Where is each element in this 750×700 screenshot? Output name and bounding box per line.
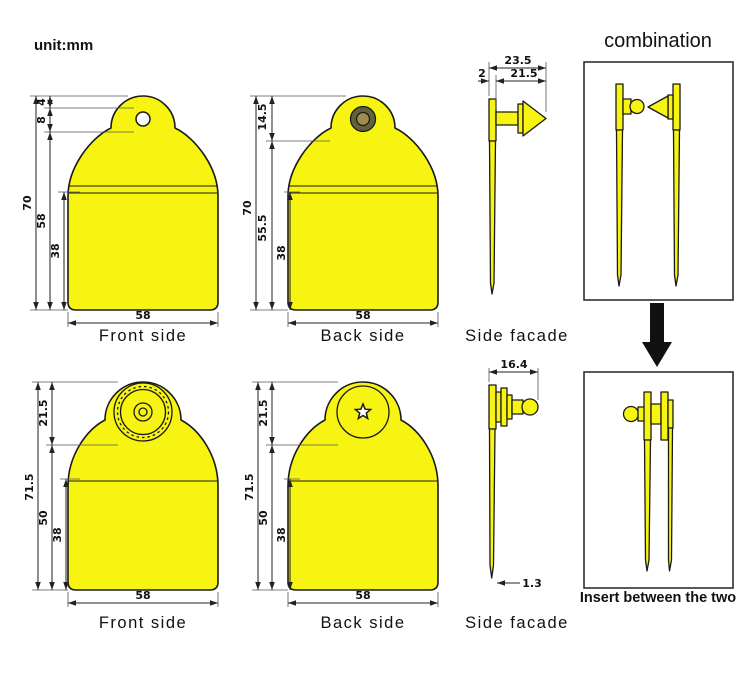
button-step-1 (495, 391, 502, 423)
dim-total-height: 71.5 (243, 473, 256, 500)
star-hole (353, 401, 373, 421)
combination-box-separate (583, 61, 734, 301)
left-flange (615, 83, 624, 131)
dim-inner-height: 38 (51, 527, 64, 542)
dim-neck: 21.5 (257, 399, 270, 426)
tag-outline (67, 95, 219, 311)
pin-hole (135, 111, 151, 127)
dim-w3: 2 (478, 67, 486, 80)
button-step-2 (500, 387, 508, 427)
joined-mid (650, 403, 662, 425)
view-label-front-bottom: Front side (99, 614, 187, 632)
dim-width: 58 (135, 309, 150, 322)
view-label-back-top: Back side (320, 327, 405, 345)
joined-flange-left (643, 391, 652, 441)
right-strip (672, 129, 681, 287)
pin-shaft (495, 111, 519, 126)
left-strip (615, 129, 624, 287)
tag-fold-lines (69, 185, 217, 194)
front-tag-bottom-view: 71.5 21.5 50 38 58 Front side (23, 381, 219, 632)
view-label-side-top: Side facade (465, 327, 569, 345)
dim-w2: 21.5 (510, 67, 537, 80)
joined-strip-right (667, 427, 674, 572)
button-knob (521, 398, 539, 416)
button-step-3 (506, 394, 513, 420)
back-tag-bottom-view: 71.5 21.5 50 38 58 Back side (243, 381, 439, 632)
tag-strip (488, 140, 497, 295)
extension-lines (32, 381, 219, 607)
dim-total-height: 70 (21, 195, 34, 211)
insert-caption: Insert between the two (580, 590, 736, 606)
button-center (138, 407, 148, 417)
right-cone-tip (647, 95, 669, 119)
side-facade-bottom-view: 16.4 1.3 Side facade (465, 358, 569, 632)
dim-body: 50 (37, 510, 50, 526)
view-label-front-top: Front side (99, 327, 187, 345)
button-ring-knurl (116, 385, 170, 439)
back-tag-top-view: 70 14.5 55.5 38 58 Back side (241, 95, 439, 345)
left-knob (629, 98, 645, 115)
dim-inner-height: 38 (275, 245, 288, 260)
button-shaft (511, 399, 524, 415)
dim-width: 16.4 (500, 358, 527, 371)
dim-gap: 4 (35, 98, 48, 106)
joined-knob (622, 405, 640, 423)
tag-strip (488, 428, 496, 579)
dim-w1: 23.5 (504, 54, 531, 67)
dim-width: 58 (355, 309, 370, 322)
button-back-ring (336, 385, 390, 439)
dim-total-height: 70 (241, 200, 254, 216)
button-ring-inner (133, 402, 153, 422)
dim-width: 58 (355, 589, 370, 602)
right-flange (672, 83, 681, 131)
dim-total-height: 71.5 (23, 473, 36, 500)
view-label-side-bottom: Side facade (465, 614, 569, 632)
dim-thickness: 1.3 (522, 577, 542, 590)
dim-hole: 8 (35, 116, 48, 124)
pin-flange (488, 98, 497, 142)
dim-body: 55.5 (256, 214, 269, 241)
dim-width: 58 (135, 589, 150, 602)
button-ring-mid (119, 388, 167, 436)
dim-inner-height: 38 (49, 243, 62, 258)
joined-washer (667, 399, 674, 429)
unit-label: unit:mm (34, 37, 93, 54)
dim-mid-height: 58 (35, 213, 48, 228)
dim-body: 50 (257, 510, 270, 526)
pin-washer (517, 103, 524, 134)
extension-lines (30, 95, 219, 327)
tag-outline (67, 381, 219, 591)
joined-flange-right (660, 391, 669, 441)
dim-neck: 14.5 (256, 103, 269, 130)
dim-inner-height: 38 (275, 527, 288, 542)
combination-title: combination (604, 30, 712, 52)
side-facade-top-view: 23.5 21.5 2 Side facade (465, 54, 569, 345)
button-ring-outer (113, 382, 173, 442)
joined-strip-left (643, 439, 652, 572)
down-arrow (642, 303, 672, 367)
combination-section: combination Insert between the two (580, 30, 736, 606)
view-label-back-bottom: Back side (320, 614, 405, 632)
button-flange (488, 384, 497, 430)
front-tag-top-view: 70 4 8 58 38 58 Front side (21, 95, 219, 345)
combination-box-joined (583, 371, 734, 589)
button-inner (355, 111, 371, 127)
tag-fold-lines (289, 185, 437, 194)
right-washer (667, 94, 674, 120)
dim-neck: 21.5 (37, 399, 50, 426)
pin-cone-tip (522, 100, 547, 137)
